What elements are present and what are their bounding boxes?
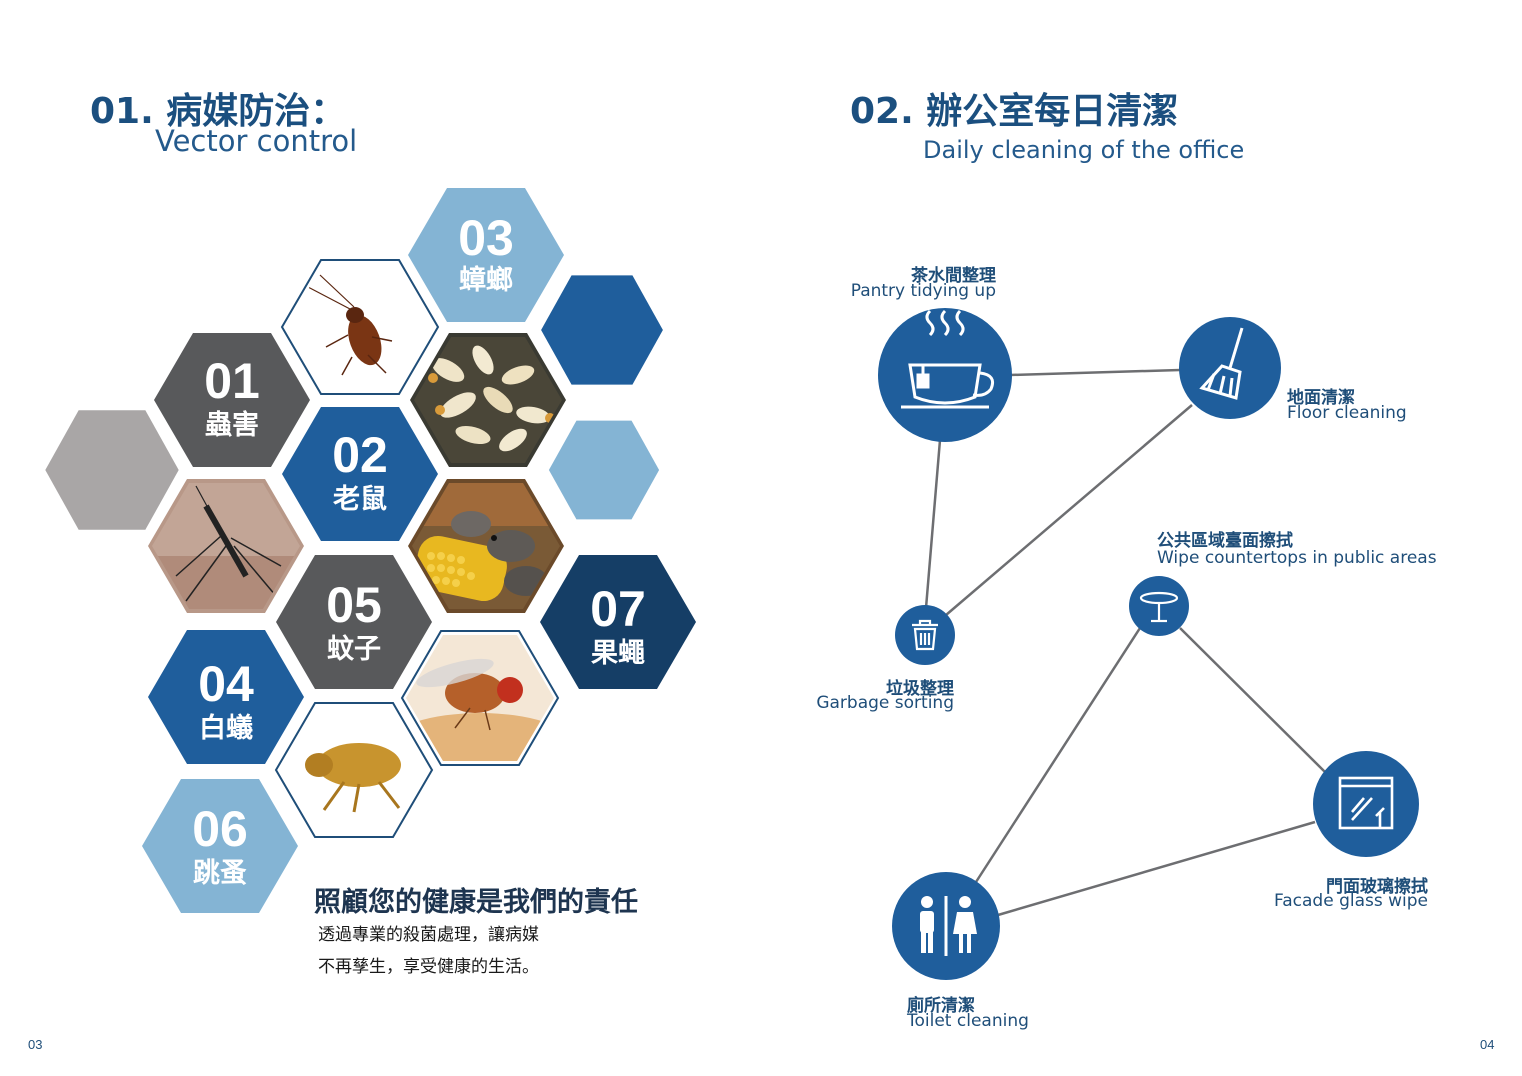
node-countertop <box>1129 576 1189 636</box>
restroom-icon <box>920 896 977 956</box>
decor-hexagon-lightblue <box>548 420 660 520</box>
label-glass-en: Facade glass wipe <box>1274 891 1428 911</box>
section-title-vector-control: 01. 病媒防治： <box>90 91 347 132</box>
page-number-right: 04 <box>1480 1037 1495 1052</box>
hexagon-02-rats: 02 老鼠 <box>282 407 438 541</box>
page-number-left: 03 <box>28 1037 43 1052</box>
broom-icon <box>1199 327 1244 400</box>
svg-text:蚊子: 蚊子 <box>327 633 381 665</box>
svg-text:蟑螂: 蟑螂 <box>459 264 513 296</box>
node-garbage <box>895 605 955 665</box>
svg-text:03: 03 <box>458 210 514 266</box>
window-icon <box>1338 776 1394 830</box>
hexagon-01-pests: 01 蟲害 <box>154 333 310 467</box>
description-line-1: 透過專業的殺菌處理，讓病媒 <box>318 925 539 945</box>
photo-hexagon-cockroach <box>281 259 439 395</box>
coffee-cup-icon <box>901 309 995 409</box>
decor-hexagon-blue <box>541 275 663 385</box>
label-toilet-en: Toilet cleaning <box>907 1011 1029 1031</box>
label-pantry-zh: 茶水間整理 <box>911 266 996 286</box>
svg-text:07: 07 <box>590 581 646 637</box>
photo-hexagon-mosquito <box>148 479 304 613</box>
table-icon <box>1139 591 1179 623</box>
hexagon-grid: 01 蟲害 02 老鼠 03 蟑螂 04 白蟻 05 蚊子 06 跳蚤 07 果… <box>45 188 696 913</box>
svg-text:02: 02 <box>332 427 388 483</box>
section-title-daily-cleaning: 02. 辦公室每日清潔 <box>850 91 1179 132</box>
svg-text:01: 01 <box>204 353 260 409</box>
slogan-heading: 照顧您的健康是我們的責任 <box>314 887 638 918</box>
label-floor-en: Floor cleaning <box>1287 403 1407 423</box>
hexagon-06-flea: 06 跳蚤 <box>142 779 298 913</box>
svg-text:跳蚤: 跳蚤 <box>193 858 247 889</box>
section-subtitle-daily-cleaning: Daily cleaning of the office <box>923 136 1245 164</box>
svg-text:白蟻: 白蟻 <box>199 712 253 744</box>
cleaning-network-diagram <box>878 308 1419 980</box>
trash-can-icon <box>912 619 938 651</box>
description-line-2: 不再孳生，享受健康的生活。 <box>318 957 539 977</box>
svg-text:果蠅: 果蠅 <box>591 638 645 669</box>
label-floor-zh: 地面清潔 <box>1287 388 1355 408</box>
photo-hexagon-termites <box>410 333 566 467</box>
node-pantry <box>878 308 1012 442</box>
label-pantry-en: Pantry tidying up <box>850 281 996 301</box>
node-glass <box>1313 751 1419 857</box>
section-subtitle-vector-control: Vector control <box>155 124 358 158</box>
label-toilet-zh: 廁所清潔 <box>907 996 975 1016</box>
label-glass-zh: 門面玻璃擦拭 <box>1326 877 1428 897</box>
svg-text:老鼠: 老鼠 <box>333 484 387 515</box>
photo-hexagon-flea <box>275 702 433 838</box>
svg-text:蟲害: 蟲害 <box>205 409 259 441</box>
hexagon-03-cockroach: 03 蟑螂 <box>408 188 564 322</box>
node-floor <box>1179 317 1281 419</box>
label-garbage-en: Garbage sorting <box>816 693 954 713</box>
svg-text:05: 05 <box>326 577 382 633</box>
hexagon-05-mosquito: 05 蚊子 <box>276 555 432 689</box>
label-countertop-zh: 公共區域臺面擦拭 <box>1157 531 1293 551</box>
node-toilet <box>892 872 1000 980</box>
svg-text:04: 04 <box>198 656 254 712</box>
hexagon-07-fruit-fly: 07 果蠅 <box>540 555 696 689</box>
hexagon-04-termites: 04 白蟻 <box>148 630 304 764</box>
decor-hexagon-gray <box>45 410 179 530</box>
label-countertop-en: Wipe countertops in public areas <box>1157 548 1437 568</box>
label-garbage-zh: 垃圾整理 <box>886 679 954 699</box>
photo-hexagon-mice-corn <box>408 479 564 613</box>
network-connectors <box>924 368 1326 917</box>
svg-text:06: 06 <box>192 801 248 857</box>
